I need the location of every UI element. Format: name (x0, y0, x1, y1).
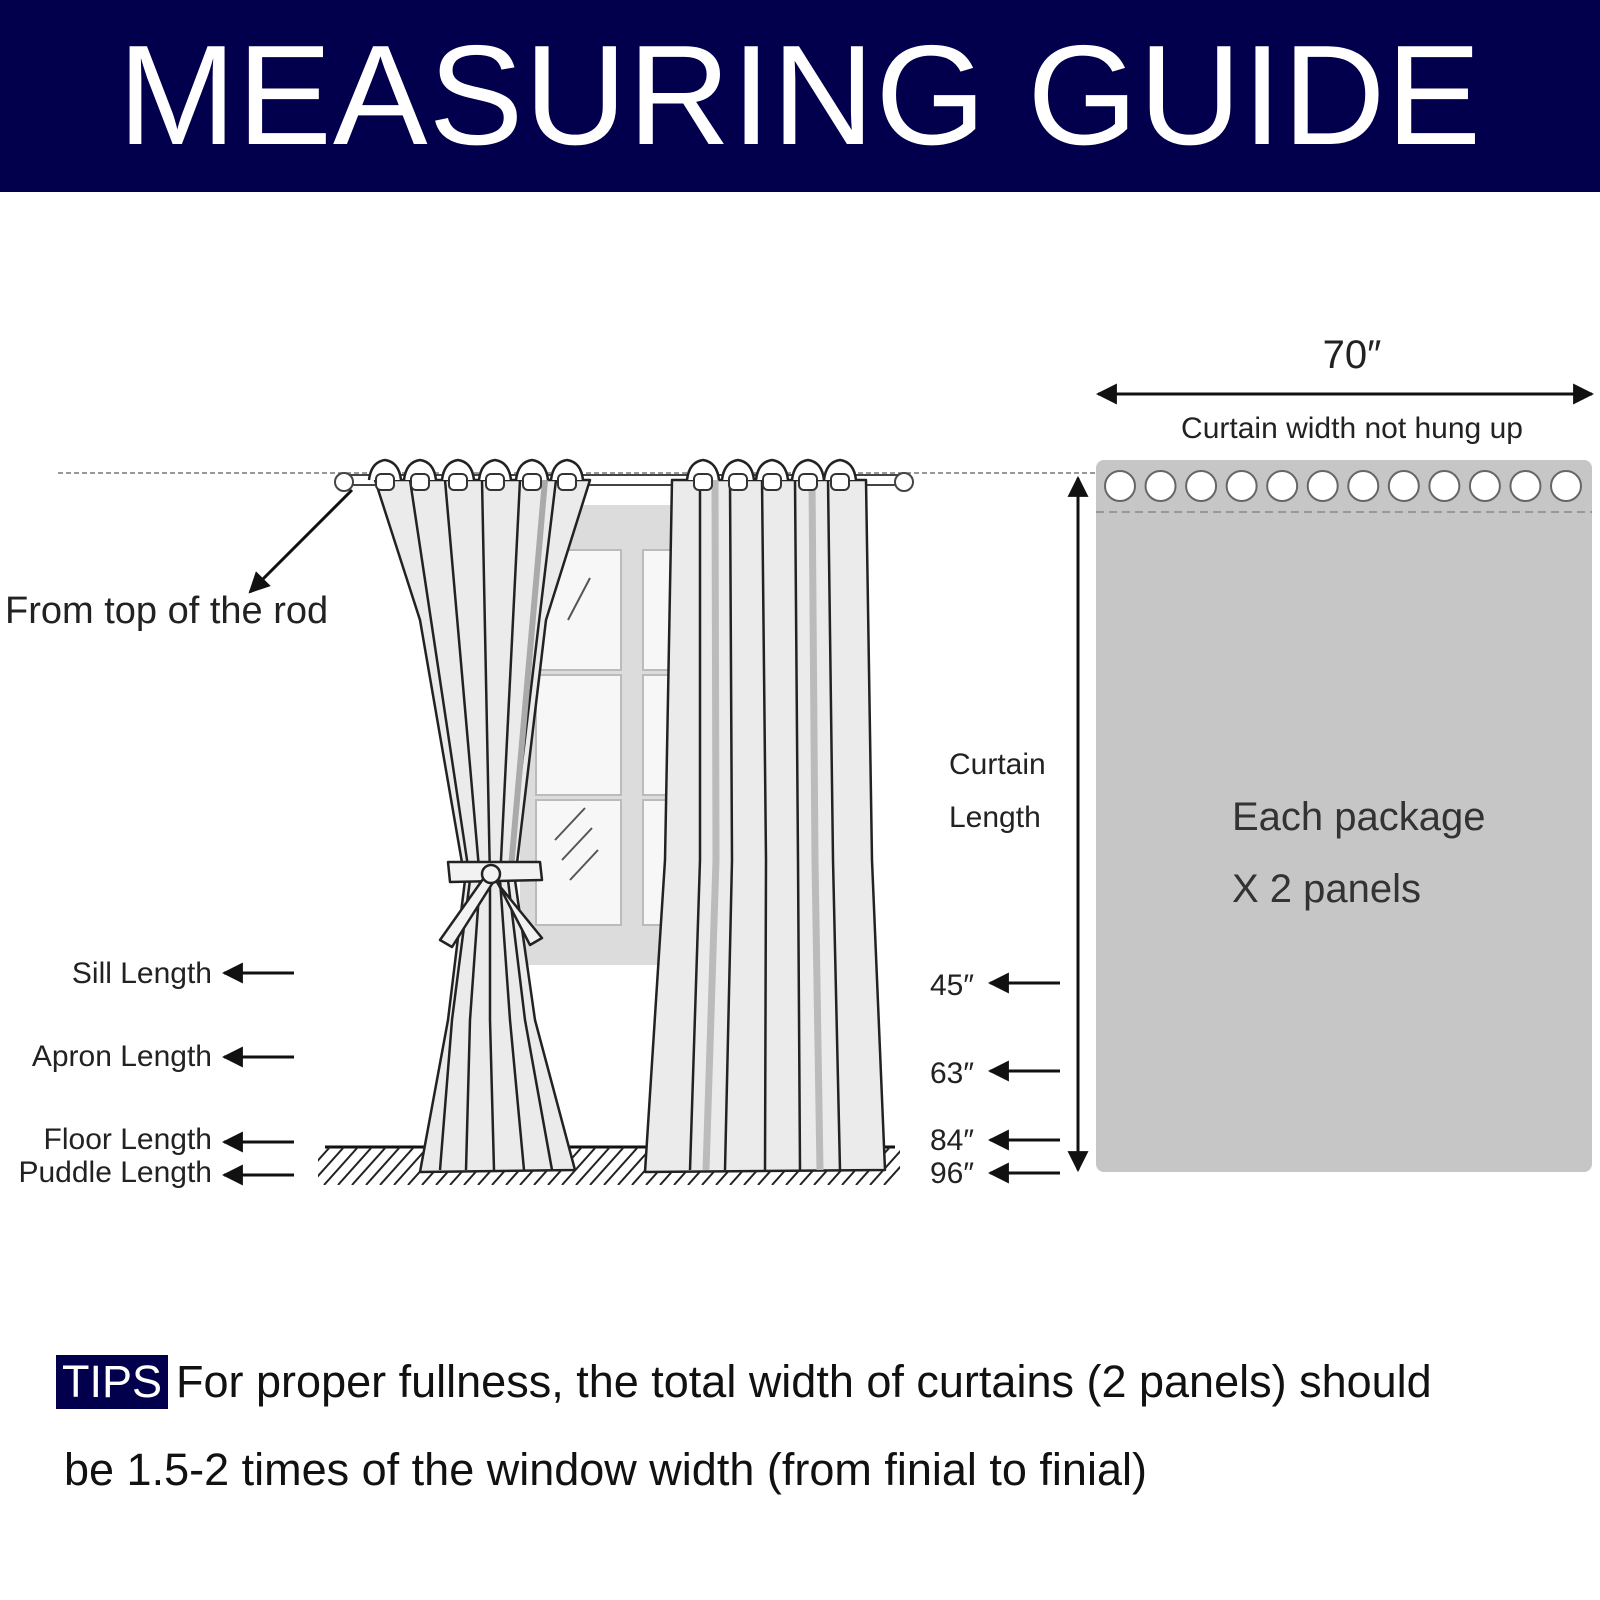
hatch-line (337, 1147, 373, 1185)
grommet-icon (1428, 470, 1461, 502)
grommet-icon (1144, 470, 1177, 502)
length-type-label: Puddle Length (18, 1156, 212, 1189)
panel-text-1: Each package (1232, 795, 1486, 839)
panel-text-2: X 2 panels (1232, 867, 1421, 911)
hatch-line (351, 1147, 387, 1185)
tips-text-2: be 1.5-2 times of the window width (from… (64, 1444, 1147, 1495)
rod-ring-icon (477, 458, 513, 491)
rod-label: From top of the rod (5, 590, 328, 632)
panel-width-label: 70″ (1323, 333, 1382, 377)
length-size-labels: 45″ 63″ 84″ 96″ (930, 969, 1060, 1190)
tips-line-2: be 1.5-2 times of the window width (from… (64, 1444, 1147, 1496)
rod-ring-icon (514, 458, 550, 491)
grommet-icon (1225, 470, 1258, 502)
grommet-icon (1509, 470, 1542, 502)
header-banner: MEASURING GUIDE (0, 0, 1600, 192)
hatch-line (589, 1147, 625, 1185)
right-curtain (643, 478, 887, 1174)
rod-ring-icon (822, 458, 858, 491)
curtain-panel: Each package X 2 panels (1096, 460, 1592, 1172)
rod-ring-icon (440, 458, 476, 491)
hatch-line (323, 1147, 359, 1185)
grommet-icon (1468, 470, 1501, 502)
length-type-label: Apron Length (32, 1040, 212, 1073)
grommet-icon (1185, 470, 1218, 502)
left-curtain (373, 478, 592, 1174)
rod-grommets (367, 458, 858, 491)
hatch-line (561, 1147, 597, 1185)
grommet-icon (1550, 470, 1582, 502)
hatch-line (869, 1149, 900, 1185)
length-size-label: 96″ (930, 1157, 974, 1190)
hatch-line (603, 1147, 639, 1185)
grommet-icon (1347, 470, 1380, 502)
rod-ring-icon (754, 458, 790, 491)
hatch-line (379, 1147, 415, 1185)
page-title: MEASURING GUIDE (117, 16, 1483, 175)
curtain-length-label-2: Length (949, 801, 1041, 834)
rod-ring-icon (720, 458, 756, 491)
panel-width-caption: Curtain width not hung up (1181, 412, 1523, 445)
length-type-label: Floor Length (44, 1123, 212, 1156)
length-size-label: 84″ (930, 1124, 974, 1157)
rod-ring-icon (790, 458, 826, 491)
length-type-label: Sill Length (72, 957, 212, 990)
tips-text-1: For proper fullness, the total width of … (176, 1356, 1432, 1407)
hatch-line (318, 1147, 345, 1178)
panel-grommets (1104, 470, 1582, 502)
hatch-line (883, 1165, 900, 1185)
rod-ring-icon (685, 458, 721, 491)
rod-ring-icon (549, 458, 585, 491)
rod-ring-icon (367, 458, 403, 491)
length-type-labels: Sill Length Apron Length Floor Length Pu… (18, 957, 294, 1189)
length-size-label: 45″ (930, 969, 974, 1002)
grommet-icon (1387, 470, 1420, 502)
length-size-label: 63″ (930, 1057, 974, 1090)
curtain-length-label-1: Curtain (949, 748, 1046, 781)
grommet-icon (1266, 470, 1299, 502)
grommet-icon (1104, 470, 1136, 502)
rod-ring-icon (402, 458, 438, 491)
hatch-line (318, 1147, 331, 1162)
tips-badge: TIPS (56, 1355, 169, 1409)
hatch-line (365, 1147, 401, 1185)
grommet-icon (1306, 470, 1339, 502)
hatch-line (575, 1147, 611, 1185)
rod-pointer-arrow (248, 488, 354, 594)
